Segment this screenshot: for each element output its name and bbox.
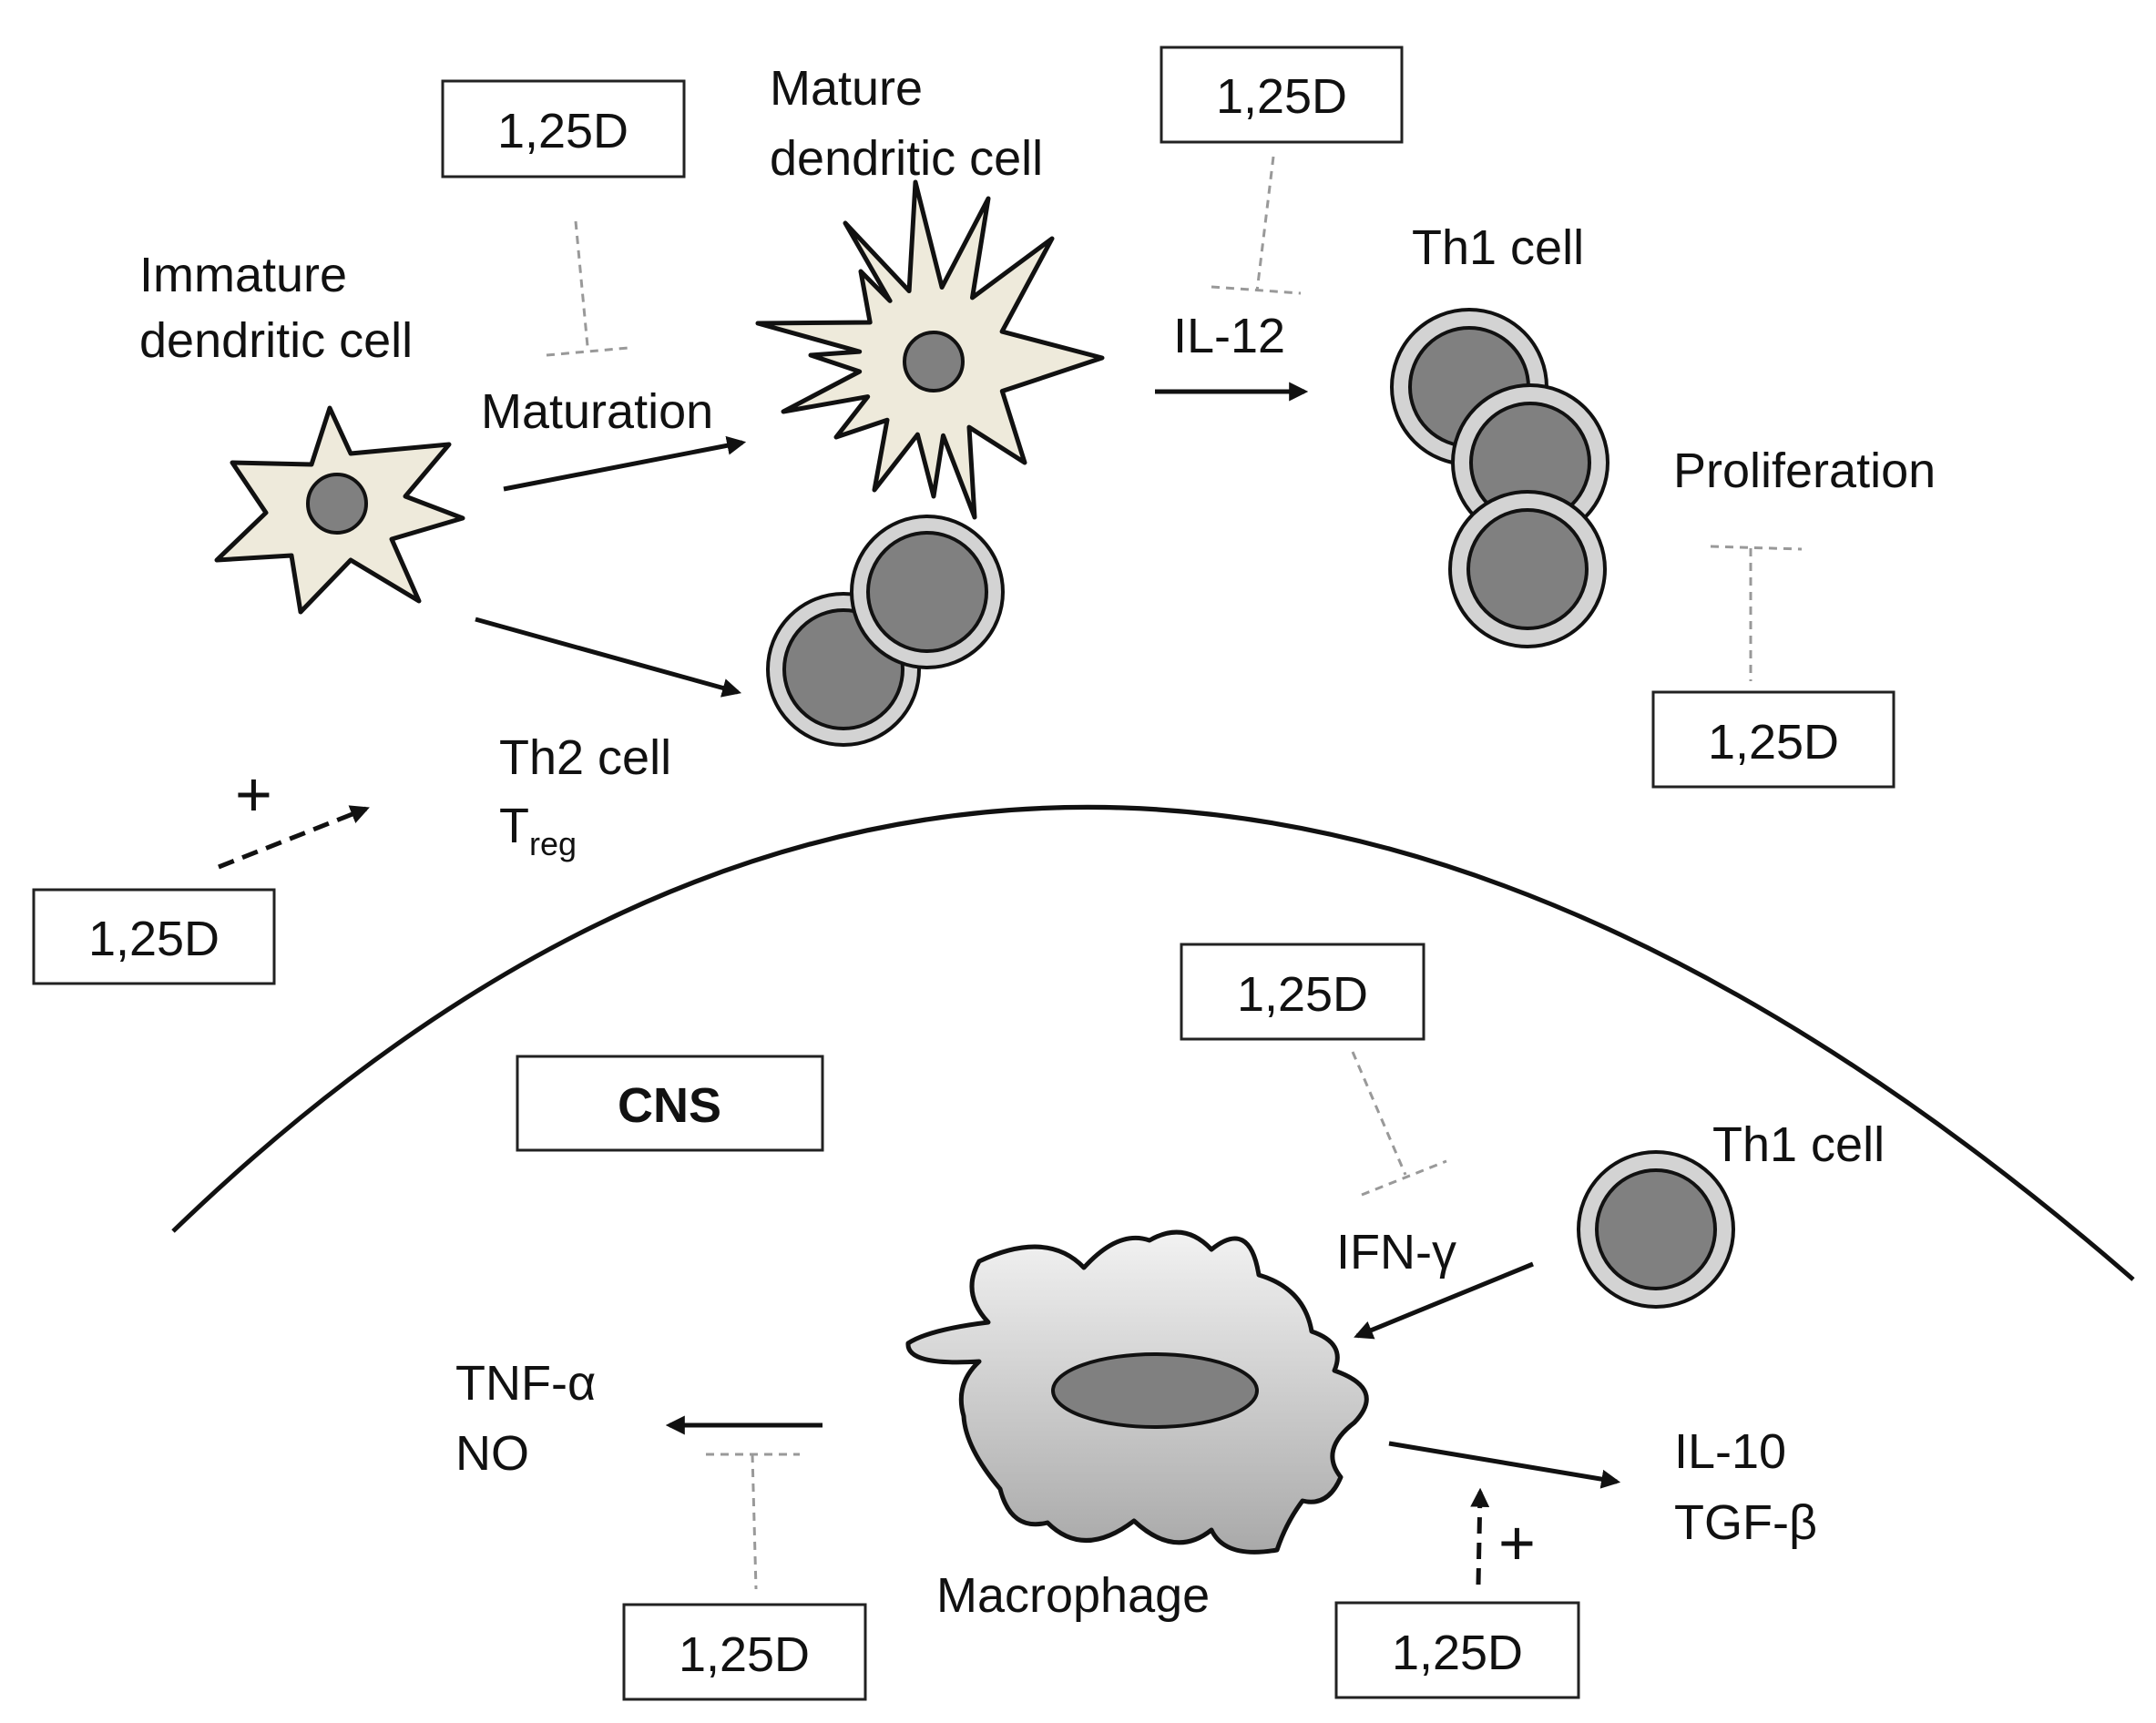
- box-1-25d-tnf-text: 1,25D: [679, 1627, 810, 1682]
- tnf-label: TNF-α: [455, 1356, 596, 1411]
- box-1-25d-il10-text: 1,25D: [1392, 1626, 1523, 1680]
- box-1-25d-il12: [1160, 46, 1404, 144]
- treg-promotion-arrow: [218, 805, 370, 870]
- box-1-25d-ifn: [1180, 943, 1425, 1041]
- box-1-25d-il12-text: 1,25D: [1216, 69, 1347, 124]
- cns-label: CNS: [618, 1078, 721, 1133]
- th1-cell-bottom: [1577, 1150, 1735, 1309]
- th2-cells: [766, 515, 1005, 747]
- ifn-inhibition-bar: [1361, 1159, 1447, 1197]
- maturation-inhibition-bar: [546, 346, 629, 357]
- ifn-inhibition-line: [1351, 1051, 1407, 1176]
- box-1-25d-proliferation: [1651, 690, 1895, 789]
- th2-arrow: [475, 617, 742, 698]
- ifn-label: IFN-γ: [1336, 1225, 1456, 1280]
- mature-dendritic-cell: [755, 179, 1105, 520]
- box-1-25d-proliferation-text: 1,25D: [1708, 715, 1839, 770]
- il10-plus-sign: +: [1498, 1507, 1536, 1578]
- ifn-arrow: [1354, 1261, 1534, 1340]
- cns-boundary: [171, 804, 2135, 1281]
- mature-dc-label: Mature dendritic cell: [770, 61, 1043, 186]
- proliferation-label: Proliferation: [1673, 443, 1936, 498]
- th1-top-label: Th1 cell: [1412, 220, 1584, 275]
- il10-arrow: [1388, 1441, 1621, 1489]
- macrophage-label: Macrophage: [936, 1568, 1210, 1623]
- th1-bottom-label: Th1 cell: [1712, 1117, 1885, 1172]
- box-1-25d-ifn-text: 1,25D: [1237, 967, 1368, 1022]
- box-1-25d-il10: [1334, 1601, 1580, 1699]
- th1-cells-top: [1390, 308, 1609, 648]
- maturation-arrow: [503, 435, 747, 492]
- cns-box: [516, 1055, 824, 1152]
- tnf-inhibition-line: [751, 1453, 758, 1590]
- tgf-label: TGF-β: [1674, 1495, 1817, 1550]
- treg-label: Treg: [499, 799, 577, 862]
- il10-promotion-arrow: [1470, 1487, 1490, 1585]
- no-label: NO: [455, 1426, 529, 1481]
- box-1-25d-maturation-text: 1,25D: [497, 104, 628, 158]
- box-1-25d-treg: [32, 888, 276, 985]
- immature-dc-label: Immature dendritic cell: [139, 248, 413, 368]
- il10-label: IL-10: [1674, 1424, 1786, 1479]
- treg-plus-sign: +: [235, 759, 272, 830]
- macrophage: [905, 1229, 1369, 1555]
- box-1-25d-tnf: [622, 1603, 867, 1701]
- il12-inhibition-bar: [1211, 285, 1302, 295]
- il12-inhibition-line: [1255, 156, 1275, 292]
- th2-label: Th2 cell: [499, 730, 671, 785]
- immature-dendritic-cell: [214, 405, 465, 615]
- il12-label: IL-12: [1173, 309, 1285, 363]
- box-1-25d-treg-text: 1,25D: [88, 912, 220, 966]
- box-1-25d-maturation: [441, 79, 686, 178]
- proliferation-inhibition-bar: [1710, 545, 1803, 551]
- maturation-label: Maturation: [481, 384, 713, 439]
- maturation-inhibition-line: [574, 220, 589, 347]
